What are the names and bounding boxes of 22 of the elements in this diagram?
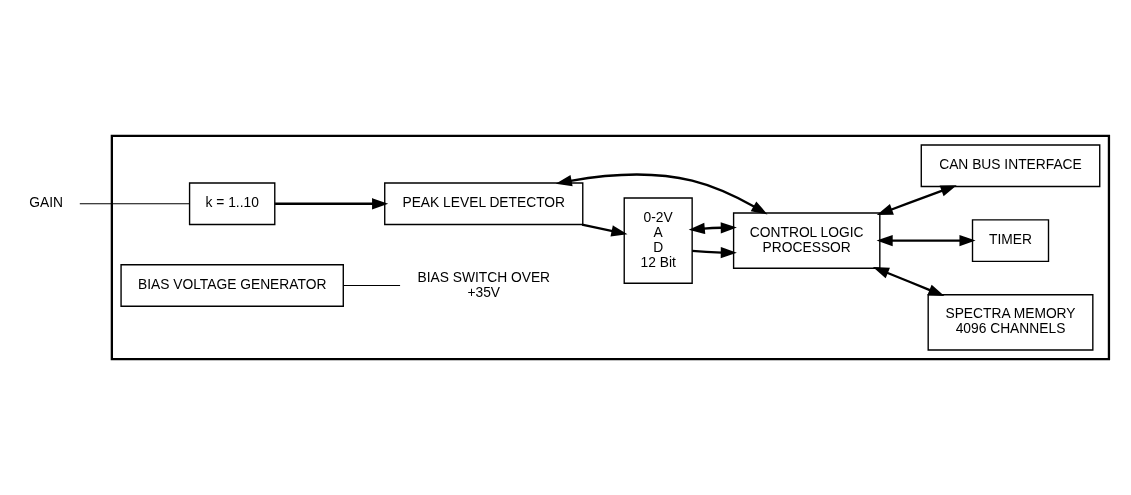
node-label: +35V — [467, 283, 501, 300]
node-box: CONTROL LOGIC PROCESSOR — [732, 212, 881, 269]
arrow — [555, 173, 768, 215]
arrow — [876, 185, 957, 215]
node-text: BIAS SWITCH OVER — [417, 268, 551, 285]
connector — [79, 203, 190, 205]
node-box: SPECTRA MEMORY 4096 CHANNELS — [927, 294, 1094, 351]
arrow — [692, 246, 737, 259]
node-box: PEAK LEVEL DETECTOR — [384, 182, 584, 226]
node-box: TIMER — [971, 219, 1050, 262]
arrow — [688, 222, 737, 235]
cluster — [110, 134, 1111, 361]
arrow — [581, 223, 628, 237]
node-box: BIAS VOLTAGE GENERATOR — [120, 264, 344, 307]
arrow — [275, 198, 389, 210]
node-box: k = 1..10 — [188, 182, 276, 226]
arrow — [876, 234, 976, 247]
arrow — [872, 266, 945, 296]
node-box: CAN BUS INTERFACE — [920, 144, 1101, 188]
node-box: 0-2V A D 12 Bit — [623, 197, 693, 284]
connector — [342, 284, 401, 287]
node-text: GAIN — [29, 194, 64, 211]
